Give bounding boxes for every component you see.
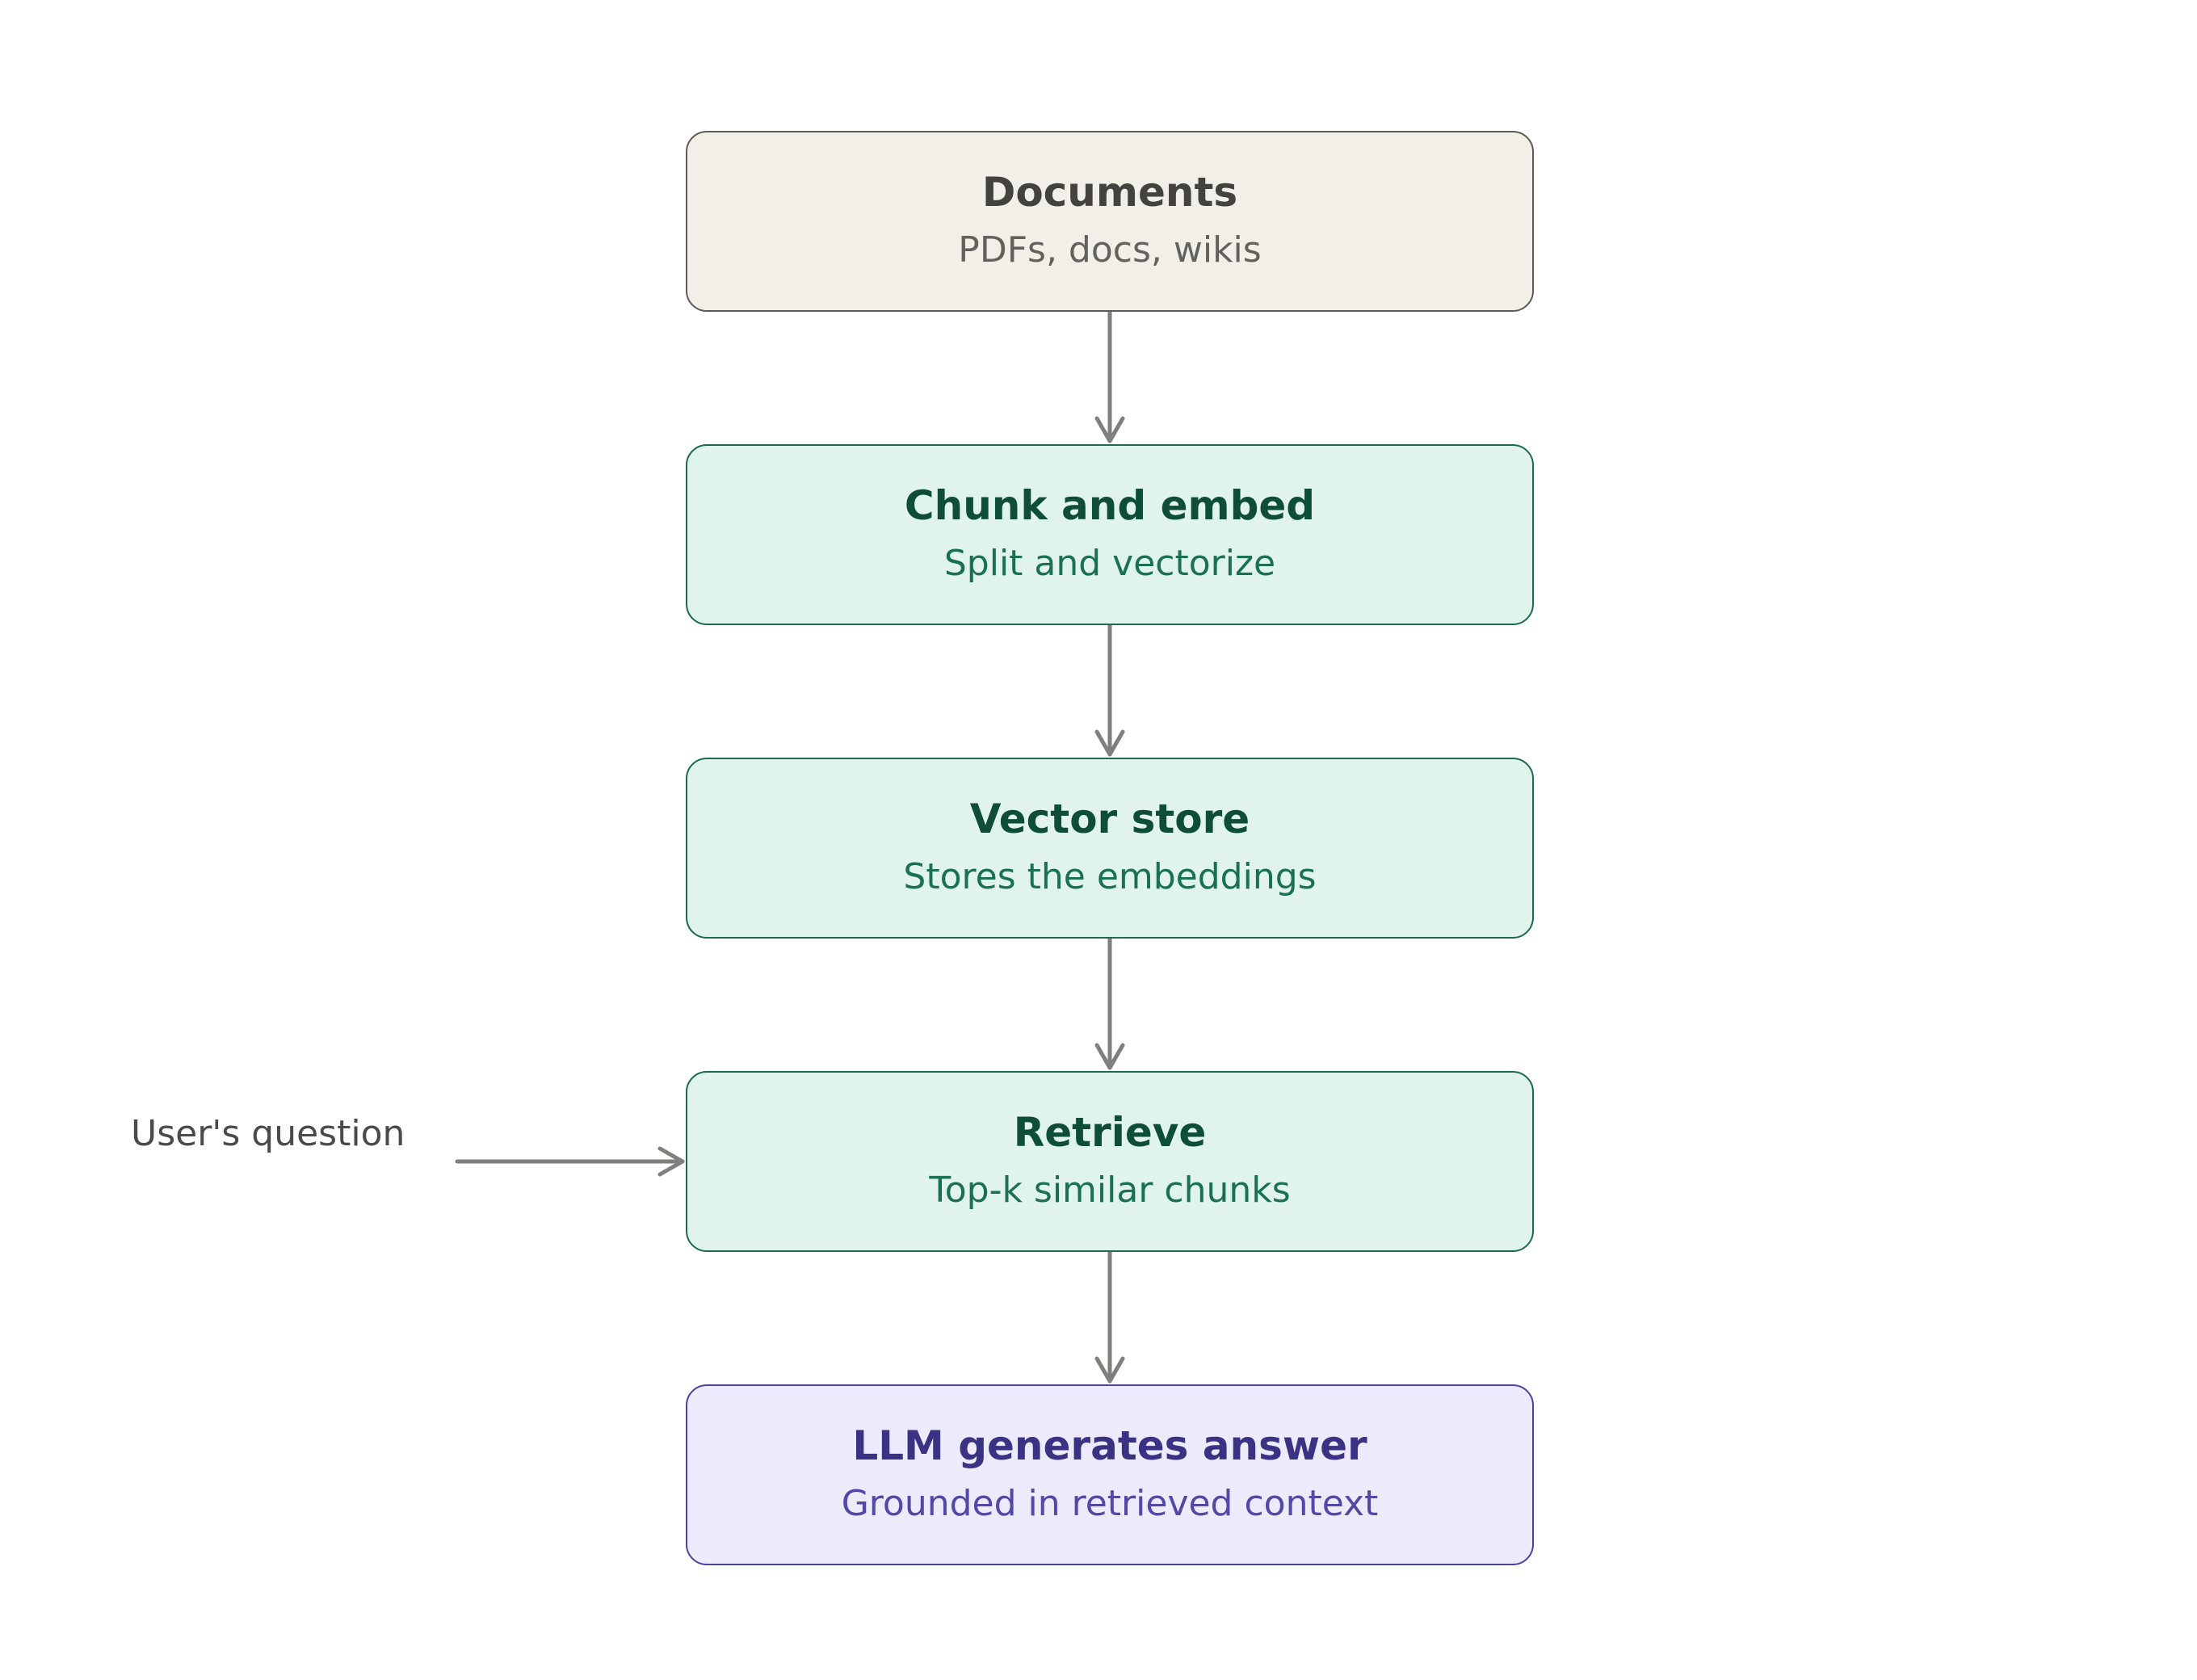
arrow-chunk-to-vector bbox=[1094, 623, 1125, 757]
arrow-head bbox=[1094, 1043, 1125, 1070]
node-retrieve: Retrieve Top-k similar chunks bbox=[686, 1071, 1534, 1252]
arrow-head bbox=[1094, 416, 1125, 443]
node-llm-generates-answer-subtitle: Grounded in retrieved context bbox=[841, 1483, 1379, 1524]
node-chunk-and-embed: Chunk and embed Split and vectorize bbox=[686, 444, 1534, 625]
arrow-head bbox=[1094, 1356, 1125, 1384]
arrow-retrieve-to-llm bbox=[1094, 1250, 1125, 1384]
node-retrieve-title: Retrieve bbox=[1013, 1109, 1207, 1156]
arrow-head bbox=[1094, 729, 1125, 757]
arrow-documents-to-chunk bbox=[1094, 309, 1125, 443]
node-documents-subtitle: PDFs, docs, wikis bbox=[958, 229, 1262, 271]
node-documents: Documents PDFs, docs, wikis bbox=[686, 131, 1534, 312]
node-llm-generates-answer-title: LLM generates answer bbox=[852, 1422, 1367, 1469]
node-vector-store: Vector store Stores the embeddings bbox=[686, 758, 1534, 939]
node-llm-generates-answer: LLM generates answer Grounded in retriev… bbox=[686, 1384, 1534, 1565]
node-chunk-and-embed-title: Chunk and embed bbox=[904, 482, 1316, 529]
node-vector-store-subtitle: Stores the embeddings bbox=[903, 856, 1317, 897]
node-retrieve-subtitle: Top-k similar chunks bbox=[929, 1170, 1291, 1211]
arrow-head bbox=[657, 1146, 685, 1177]
arrow-user-question-to-retrieve bbox=[455, 1146, 685, 1177]
node-vector-store-title: Vector store bbox=[969, 796, 1250, 842]
node-documents-title: Documents bbox=[981, 169, 1238, 216]
arrow-vector-to-retrieve bbox=[1094, 936, 1125, 1070]
user-question-label: User's question bbox=[131, 1113, 405, 1154]
node-chunk-and-embed-subtitle: Split and vectorize bbox=[943, 543, 1276, 584]
